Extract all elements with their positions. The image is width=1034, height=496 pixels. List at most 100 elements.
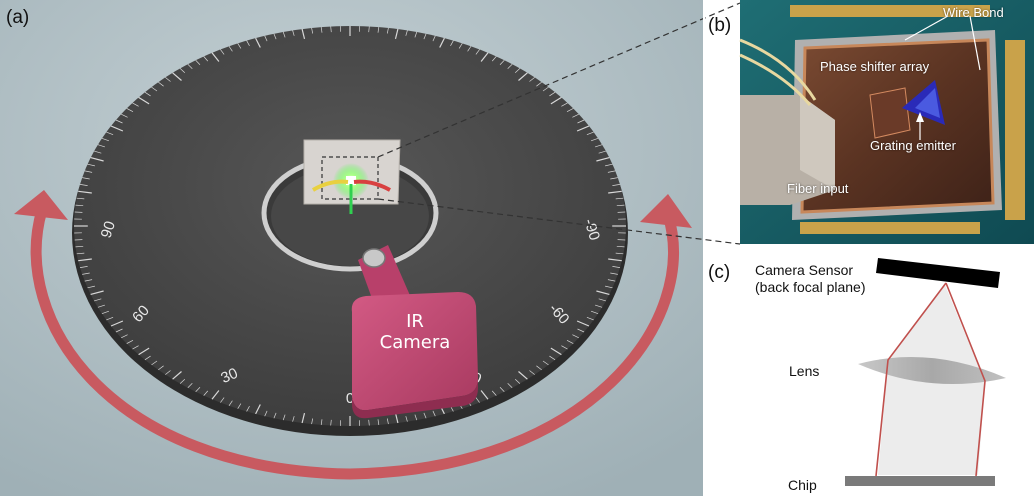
gold-pads-bottom — [800, 222, 980, 234]
phase-shifter-label: Phase shifter array — [820, 59, 930, 74]
dial-tick — [572, 334, 579, 339]
dial-tick — [414, 414, 418, 421]
dial-tick — [330, 26, 332, 33]
dial-tick — [475, 397, 480, 403]
dial-tick — [179, 68, 186, 74]
camera-lens — [362, 248, 386, 268]
dial-tick — [237, 403, 242, 409]
dial-tick — [90, 157, 104, 162]
dial-tick — [110, 125, 124, 132]
dial-tick — [301, 28, 306, 40]
camera-sensor-label-line1: Camera Sensor — [755, 262, 854, 278]
dial-tick — [84, 170, 93, 173]
dial-tick — [612, 266, 621, 268]
dial-tick — [187, 63, 193, 69]
dial-tick — [158, 81, 164, 87]
grating-emitter-highlight — [915, 88, 940, 118]
dial-tick — [132, 102, 139, 107]
camera-label: IR Camera — [375, 311, 455, 353]
dial-tick — [596, 157, 610, 162]
dial-tick — [394, 412, 399, 424]
beam-fan-right — [353, 179, 391, 192]
dial-tick — [507, 383, 513, 389]
dial-tick — [255, 37, 261, 48]
dial-tick — [97, 304, 106, 308]
dial-tick — [566, 339, 574, 344]
dial-tick — [211, 52, 220, 62]
dial-tick — [610, 272, 618, 275]
dial-tick — [577, 328, 585, 333]
gold-pads-right — [1005, 40, 1025, 220]
dial-tick — [605, 285, 613, 289]
dial-tick — [330, 419, 332, 426]
camera-label-line2: Camera — [379, 331, 451, 353]
dial-tick — [607, 279, 616, 282]
dial-tick — [514, 378, 521, 384]
dial-tick — [144, 91, 151, 97]
dial-tick — [311, 418, 314, 425]
dial-tick — [203, 56, 209, 62]
panel-a-label: (a) — [6, 7, 30, 28]
dial-tick — [211, 390, 220, 400]
dial-tick — [220, 49, 225, 55]
dial-tick — [165, 370, 171, 375]
panel-b-label: (b) — [708, 15, 732, 36]
dial-tick — [94, 298, 102, 302]
dial-tick — [282, 31, 286, 38]
dial-tick — [144, 355, 151, 361]
lens-label: Lens — [789, 363, 820, 379]
panel-c-label: (c) — [708, 262, 731, 283]
dial-tick — [126, 339, 134, 344]
dial-tick — [273, 412, 277, 419]
dial-tick — [246, 406, 250, 412]
dial-tick — [529, 370, 535, 375]
dial-tick — [499, 386, 505, 393]
dial-tick — [151, 86, 158, 92]
grating-emitter-spot — [346, 176, 356, 185]
dial-tick — [598, 298, 606, 302]
dial-tick — [610, 177, 618, 180]
chip-bar — [845, 476, 995, 486]
grating-emitter-label: Grating emitter — [870, 138, 956, 153]
dial-tick — [264, 35, 268, 42]
wire-bond-pointer-2 — [969, 15, 981, 71]
dial-tick — [79, 266, 88, 268]
grating-arrowhead — [916, 112, 924, 122]
rotation-arrow-icon — [30, 204, 679, 480]
dial-tick — [158, 365, 164, 371]
dial-tick — [612, 184, 621, 186]
dial-tick — [561, 345, 568, 350]
dial-tick — [273, 33, 277, 40]
dial-tick — [165, 77, 171, 82]
rotation-arrowhead-left — [14, 190, 68, 220]
dial-tick — [246, 40, 250, 46]
dial-angle-label: 0 — [346, 390, 354, 407]
dial-tick — [94, 150, 102, 154]
ray-right — [945, 282, 986, 477]
dial-tick — [82, 272, 90, 275]
dial-tick — [203, 390, 209, 396]
dial-tick — [87, 163, 95, 167]
dial-tick — [151, 360, 158, 366]
dial-tick — [311, 27, 314, 34]
dial-tick — [615, 252, 624, 255]
dial-tick — [101, 137, 110, 142]
dial-tick — [607, 170, 616, 173]
dial-tick — [126, 108, 134, 113]
dial-tick — [282, 414, 286, 421]
fiber-block-face — [800, 95, 835, 190]
dial-tick — [590, 310, 599, 315]
dial-tick — [432, 410, 436, 417]
dial-tick — [97, 144, 106, 148]
dial-tick — [187, 383, 193, 389]
dial-tick-marks — [74, 26, 626, 426]
dial-tick — [616, 245, 625, 248]
beam-fan-left — [311, 179, 349, 192]
dial-tick — [405, 416, 408, 422]
dial-tick — [78, 190, 92, 194]
wire-bond-label: Wire Bond — [943, 5, 1004, 20]
dial-tick — [106, 131, 114, 136]
dial-tick — [138, 347, 150, 356]
